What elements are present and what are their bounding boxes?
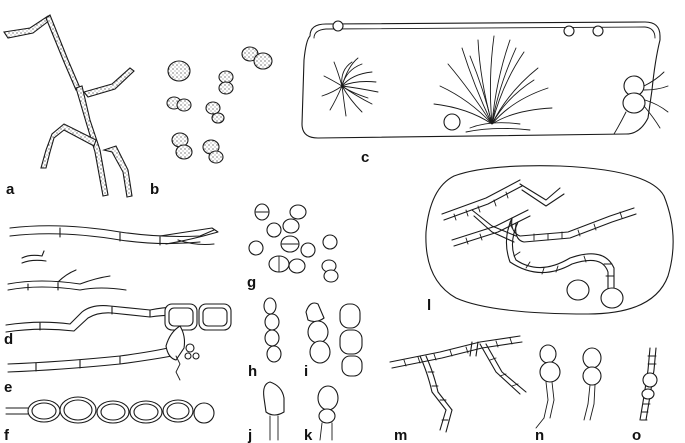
- label-o: o: [632, 427, 641, 443]
- panel-labels: a b c d e f g h i j k l m n o: [4, 149, 641, 443]
- panel-j-sporangium: [263, 381, 285, 441]
- panel-o-hypha: [639, 347, 658, 421]
- label-g: g: [247, 274, 256, 291]
- label-h: h: [248, 363, 257, 380]
- panel-m-branched-hyphae: [389, 335, 527, 433]
- panel-f-spore-chain: [5, 396, 215, 424]
- panel-g-spores: [248, 203, 339, 283]
- panel-b-spores: [166, 46, 273, 164]
- label-c: c: [361, 149, 369, 166]
- label-i: i: [304, 363, 308, 380]
- label-l: l: [427, 297, 431, 314]
- panel-d-hyphae: [5, 225, 232, 333]
- panel-k-sporangium: [317, 385, 339, 441]
- label-m: m: [394, 427, 407, 443]
- label-k: k: [304, 427, 313, 443]
- label-e: e: [4, 379, 12, 396]
- panel-e-hypha-sporangium: [7, 325, 200, 381]
- panel-a-branched-hypha: [3, 14, 135, 198]
- panel-c-host-cell-colonies: [301, 20, 669, 139]
- panel-h-spore-chain: [263, 297, 282, 363]
- label-d: d: [4, 331, 13, 348]
- label-f: f: [4, 427, 10, 443]
- label-b: b: [150, 181, 159, 198]
- panel-n-sporangia: [535, 344, 602, 429]
- label-n: n: [535, 427, 544, 443]
- label-a: a: [6, 181, 15, 198]
- label-j: j: [247, 427, 252, 443]
- panel-l-cell-with-hyphae: [425, 165, 674, 315]
- panel-i-spore-chain: [305, 302, 363, 377]
